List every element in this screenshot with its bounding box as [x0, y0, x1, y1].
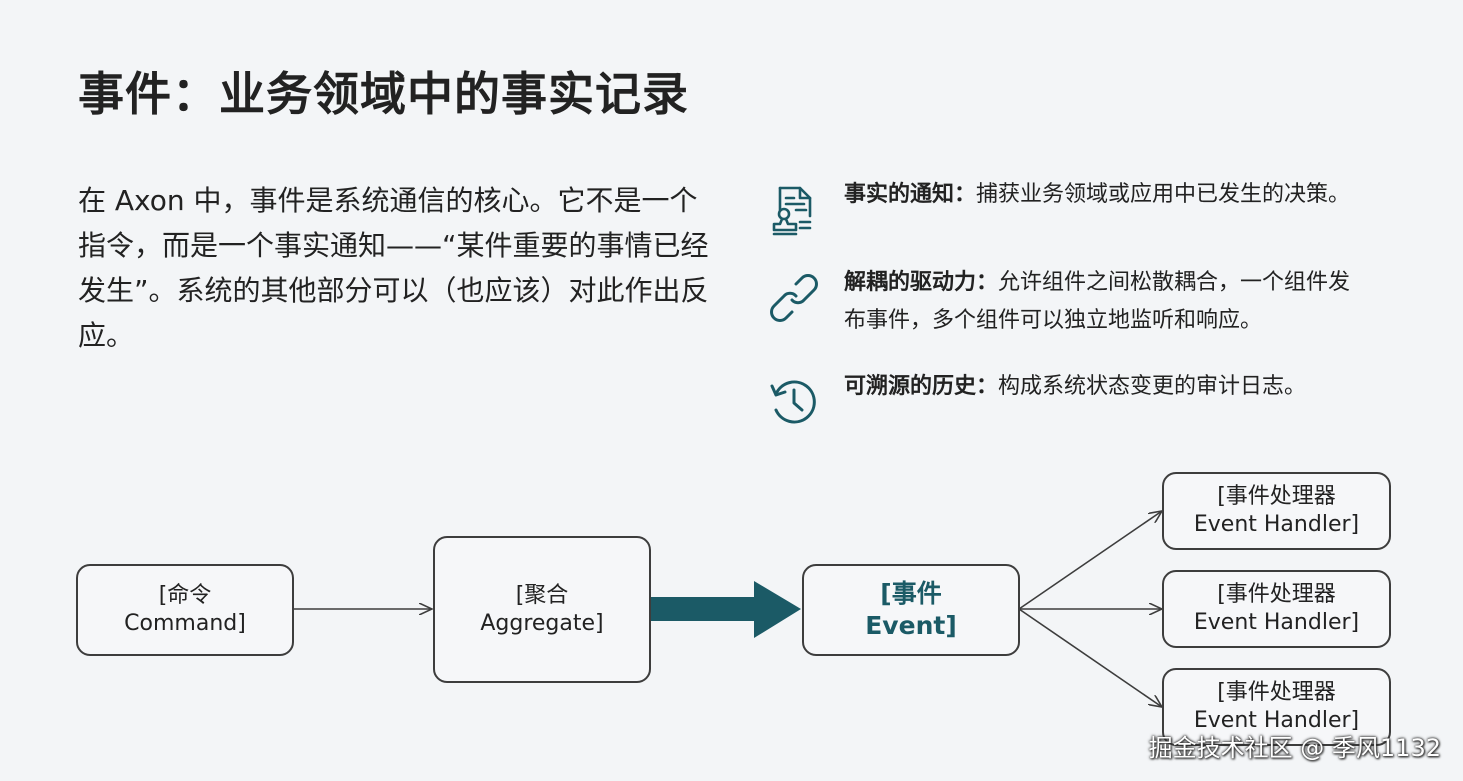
node-label: Event Handler]	[1193, 512, 1360, 537]
event-to-handler-arrow	[1018, 608, 1162, 707]
node-label: Event Handler]	[1193, 610, 1360, 635]
feature-desc: 允许组件之间松散耦合，一个组件发布事件，多个组件可以独立地监听和响应。	[844, 270, 1351, 333]
diagram-connectors	[294, 460, 1463, 781]
node-label: [事件	[880, 579, 942, 608]
node-label: [事件处理器	[1217, 680, 1336, 705]
feature-desc: 构成系统状态变更的审计日志。	[998, 374, 1307, 399]
feature-label: 解耦的驱动力：	[844, 270, 999, 295]
event-handler-node: [事件处理器 Event Handler]	[1162, 570, 1391, 648]
feature-text: 解耦的驱动力：允许组件之间松散耦合，一个组件发布事件，多个组件可以独立地监听和响…	[844, 264, 1364, 340]
node-label: [聚合	[515, 582, 569, 608]
node-label: Command]	[124, 611, 246, 636]
page-title: 事件：业务领域中的事实记录	[78, 67, 689, 121]
node-label: Aggregate]	[480, 610, 604, 636]
event-node: [事件 Event]	[802, 564, 1020, 656]
intro-paragraph: 在 Axon 中，事件是系统通信的核心。它不是一个指令，而是一个事实通知——“某…	[78, 184, 709, 352]
event-to-handler-arrow	[1018, 511, 1162, 610]
node-label: [事件处理器	[1217, 582, 1336, 607]
watermark: 掘金技术社区 @ 季风1132	[1148, 734, 1441, 762]
node-label: Event Handler]	[1193, 708, 1360, 733]
feature-desc: 捕获业务领域或应用中已发生的决策。	[976, 182, 1351, 207]
document-stamp-icon	[772, 186, 812, 236]
feature-label: 事实的通知：	[844, 182, 977, 207]
command-node: [命令 Command]	[76, 564, 294, 656]
aggregate-to-event-arrow	[651, 581, 801, 638]
feature-text: 事实的通知：捕获业务领域或应用中已发生的决策。	[844, 176, 1364, 214]
node-label: Event]	[865, 611, 957, 640]
link-icon	[770, 274, 818, 322]
history-icon	[770, 380, 816, 424]
node-label: [命令	[158, 583, 212, 608]
feature-text: 可溯源的历史：构成系统状态变更的审计日志。	[844, 368, 1364, 406]
event-handler-node: [事件处理器 Event Handler]	[1162, 668, 1391, 746]
feature-label: 可溯源的历史：	[844, 374, 999, 399]
node-label: [事件处理器	[1217, 484, 1336, 509]
event-handler-node: [事件处理器 Event Handler]	[1162, 472, 1391, 550]
